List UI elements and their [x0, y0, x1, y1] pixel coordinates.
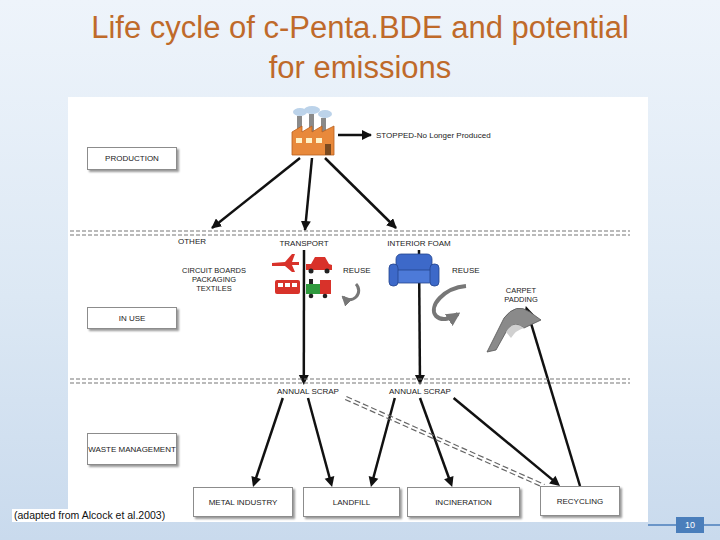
destination-box: METAL INDUSTRY: [193, 487, 293, 517]
smoke: [318, 110, 332, 118]
product-label: CARPET PADDING: [497, 284, 545, 306]
node-label: IN USE: [119, 314, 146, 323]
node-label: RECYCLING: [557, 497, 604, 506]
flow-label: ANNUAL SCRAP: [378, 385, 462, 398]
reuse-label: REUSE: [452, 266, 480, 275]
product-group: OTHER CIRCUIT BOARDS PACKAGING TEXTILES: [158, 237, 250, 305]
arrow-head: [325, 476, 335, 487]
smoke: [304, 106, 320, 114]
page-number: 10: [676, 517, 704, 533]
arrow-line: [303, 250, 306, 377]
flow-label: ANNUAL SCRAP: [266, 385, 350, 398]
arrow-head: [549, 476, 560, 486]
flow-arrow: [308, 398, 334, 487]
flow-arrow: [454, 398, 560, 486]
sofa-arm: [389, 264, 398, 286]
dashed-line: [345, 399, 543, 487]
node-label: METAL INDUSTRY: [209, 498, 278, 507]
source-credit: (adapted from Alcock et al.2003): [12, 509, 167, 522]
wheel: [323, 294, 328, 299]
reuse-arrow: [343, 284, 359, 300]
stage-box: WASTE MANAGEMENT: [87, 433, 177, 465]
reuse-arrow: [434, 286, 466, 319]
node-label: ANNUAL SCRAP: [389, 387, 451, 396]
product-group: INTERIOR FOAM: [378, 237, 460, 250]
stage-box: IN USE: [87, 307, 177, 329]
car-icon: [306, 257, 332, 270]
destination-box: RECYCLING: [540, 486, 620, 516]
stage-separator: [70, 230, 630, 231]
node-label: ANNUAL SCRAP: [277, 387, 339, 396]
arrow-line: [420, 398, 449, 479]
arrow-line: [308, 398, 330, 479]
node-label: INTERIOR FOAM: [387, 239, 451, 248]
arrow-head: [415, 375, 425, 385]
node-label: CARPET PADDING: [497, 286, 545, 304]
flow-arrow: [251, 398, 282, 487]
flow-arrow: [524, 306, 580, 486]
sofa-arm: [430, 264, 439, 286]
stage-separator: [70, 234, 630, 235]
node-label: TRANSPORT: [279, 239, 328, 248]
bus-window: [285, 283, 290, 287]
flow-arrow: [420, 398, 453, 487]
wheel: [325, 269, 330, 274]
bus-window: [278, 283, 283, 287]
flow-arrow: [212, 158, 300, 228]
node-label: OTHER: [158, 237, 226, 246]
arrow-line: [418, 250, 421, 377]
status-note: STOPPED-No Longer Produced: [376, 131, 491, 140]
bus-window: [292, 283, 297, 287]
factory-window: [306, 138, 312, 143]
wheel: [309, 269, 314, 274]
stage-separator: [70, 382, 630, 383]
product-group: TRANSPORT: [270, 237, 338, 250]
slide-title: Life cycle of c-Penta.BDE and potential …: [90, 8, 630, 88]
train-icon: [306, 284, 320, 294]
factory-window: [316, 138, 322, 143]
arrow-head: [251, 476, 260, 487]
arrow-head: [444, 476, 453, 487]
reuse-label: REUSE: [343, 266, 371, 275]
sofa-icon: [394, 270, 434, 283]
flow-arrow: [338, 134, 371, 137]
arrow-head: [524, 306, 534, 317]
dashed-line: [346, 397, 544, 485]
node-list: CIRCUIT BOARDS PACKAGING TEXTILES: [180, 266, 248, 293]
arrow-line: [528, 314, 580, 486]
flow-arrow: [325, 158, 396, 228]
arrow-line: [256, 398, 283, 479]
flow-arrow: [299, 250, 309, 385]
carpet-padding-icon: [506, 325, 524, 338]
train-chimney: [309, 279, 313, 284]
destination-box: LANDFILL: [303, 487, 400, 517]
flow-arrow: [305, 158, 312, 230]
arrow-head: [299, 375, 309, 385]
wheel: [309, 294, 314, 299]
node-label: INCINERATION: [435, 498, 492, 507]
train-icon: [320, 280, 331, 294]
bus-icon: [275, 280, 300, 294]
plane-icon: [272, 254, 299, 272]
node-label: PRODUCTION: [105, 154, 159, 163]
arrow-line: [454, 398, 554, 481]
stage-box: PRODUCTION: [87, 147, 177, 170]
factory-building: [292, 126, 334, 155]
node-label: WASTE MANAGEMENT: [88, 445, 176, 454]
destination-box: INCINERATION: [407, 487, 520, 517]
arrow-head: [369, 476, 379, 487]
factory-window: [296, 138, 302, 143]
factory-door: [325, 144, 331, 155]
dashed-flow: [345, 397, 544, 488]
node-label: LANDFILL: [333, 498, 370, 507]
stage-separator: [70, 378, 630, 379]
flow-arrow: [415, 250, 425, 385]
